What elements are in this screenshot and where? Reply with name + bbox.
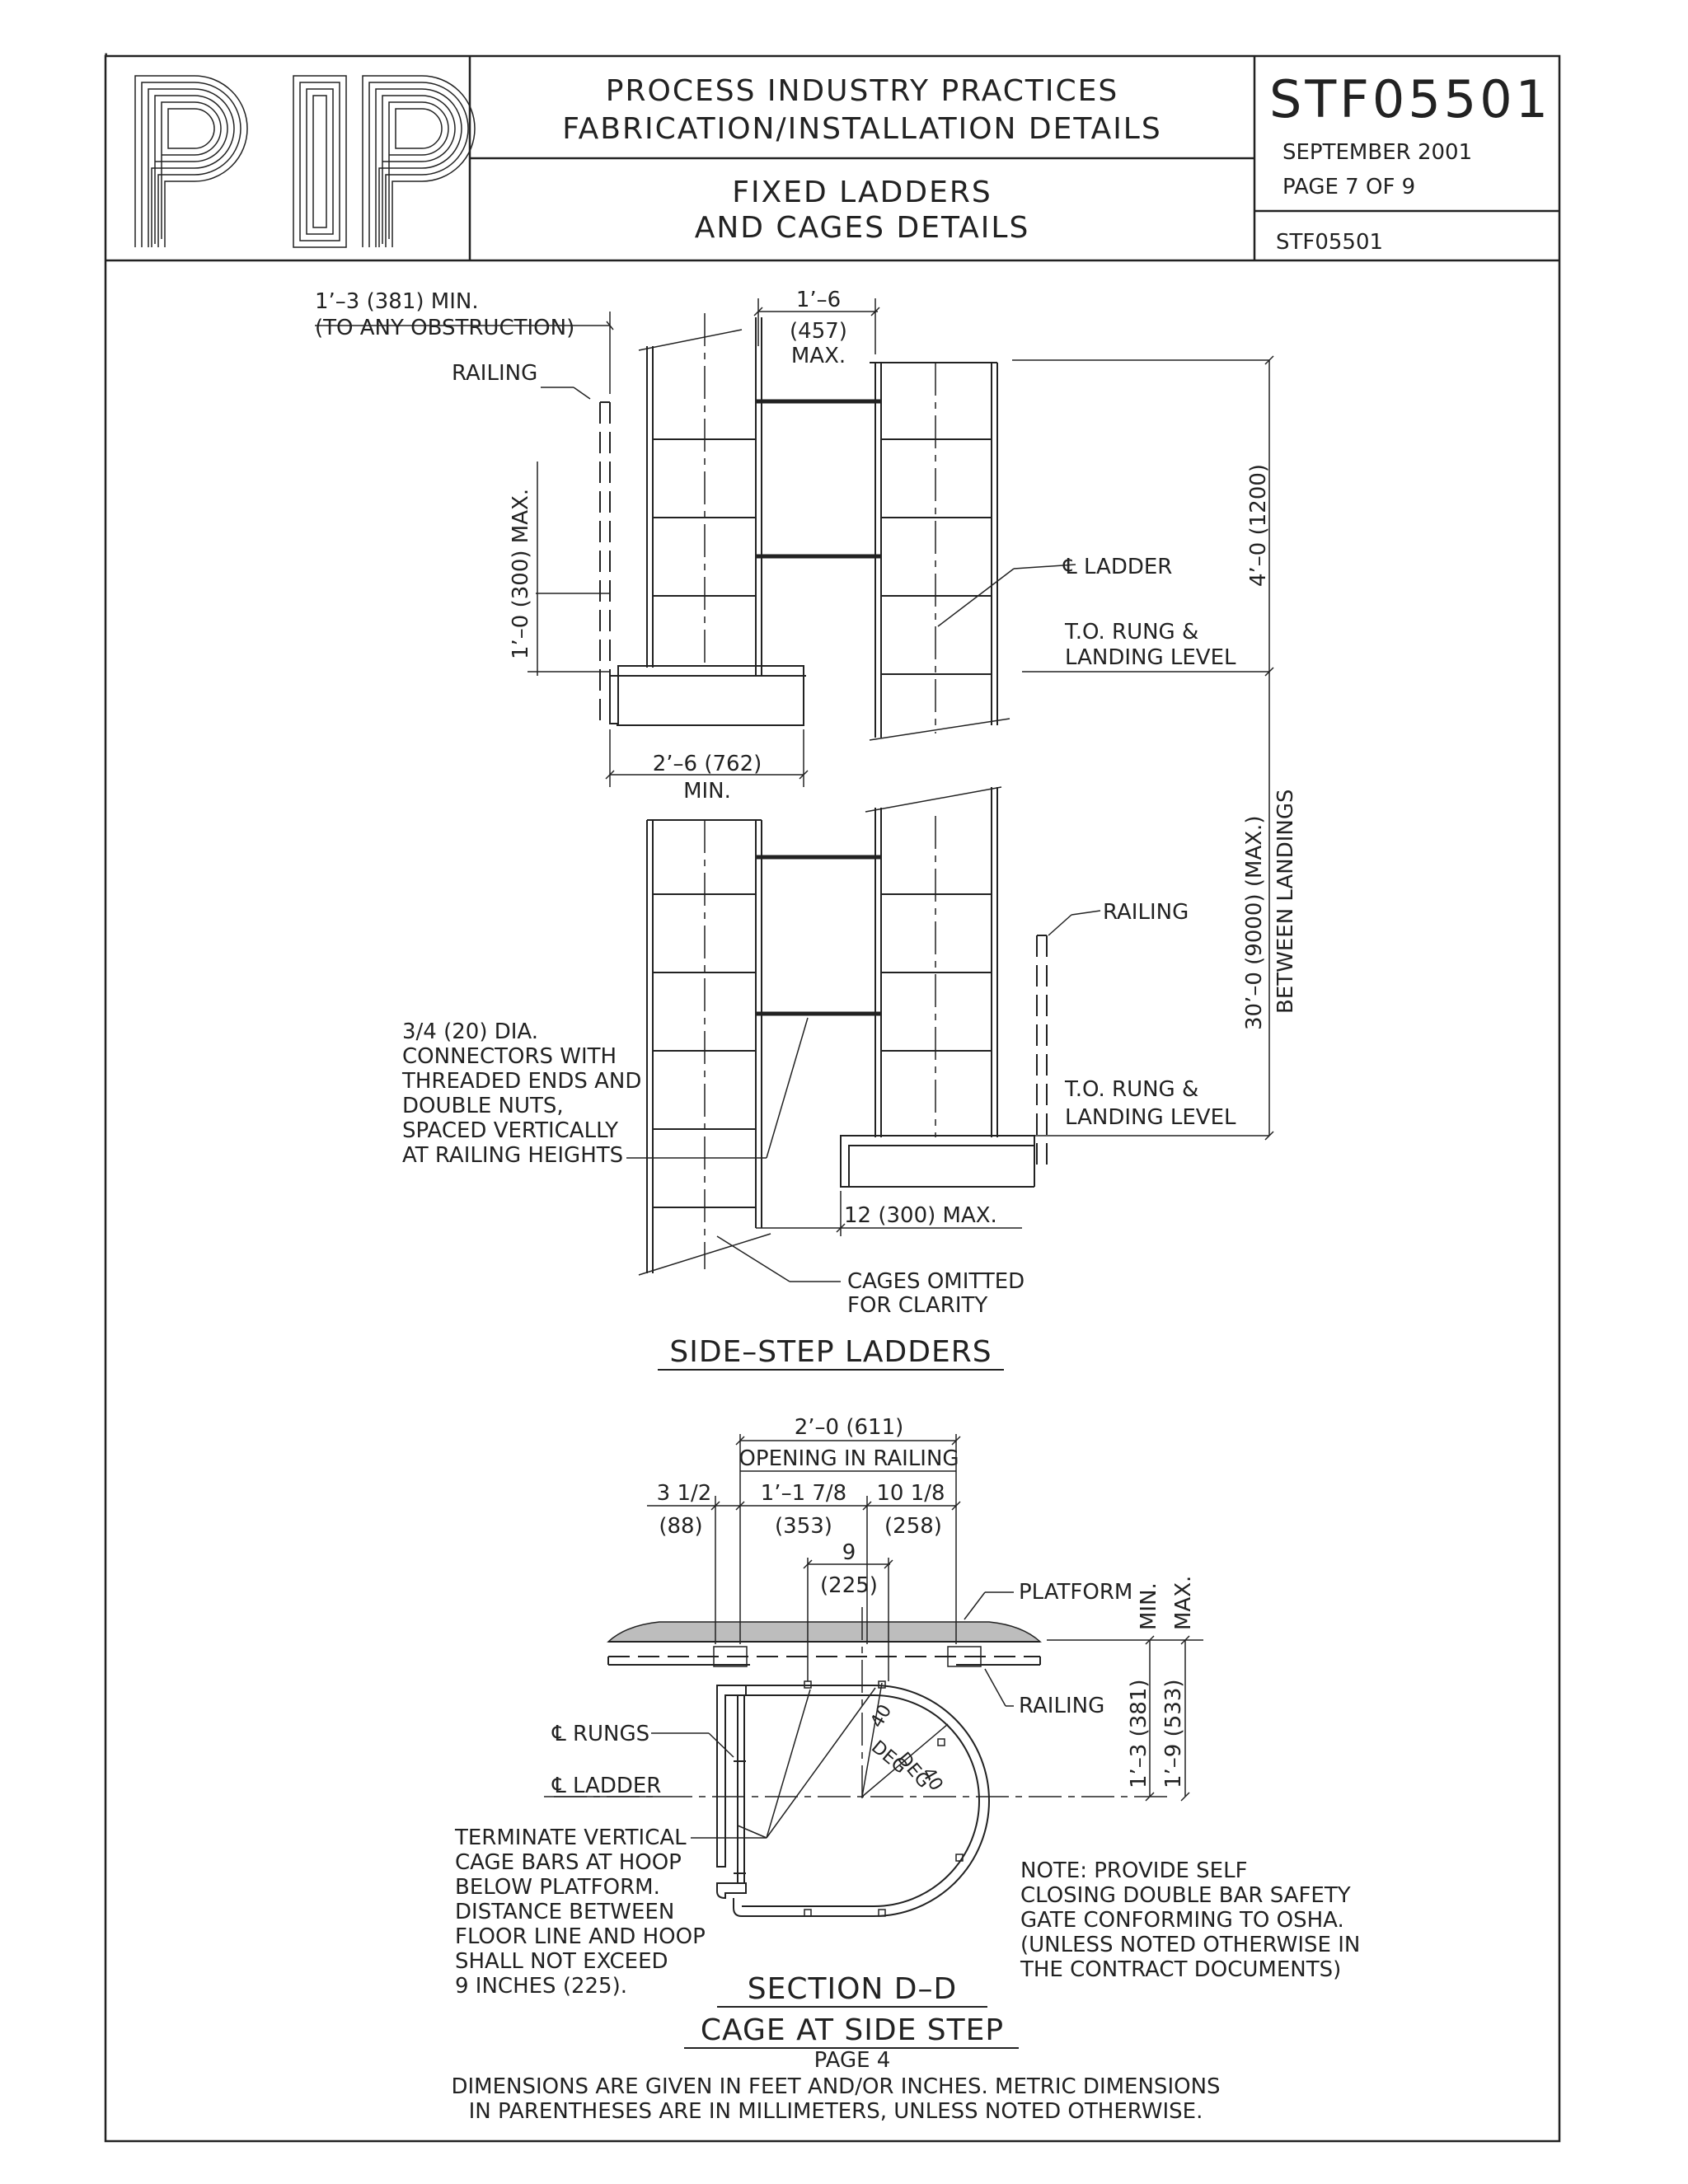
svg-text:AT RAILING HEIGHTS: AT RAILING HEIGHTS xyxy=(402,1143,623,1168)
centerline-ladder-label: ℄ LADDER xyxy=(1062,555,1172,579)
svg-text:FLOOR LINE AND HOOP: FLOOR LINE AND HOOP xyxy=(455,1924,706,1949)
terminate-note: TERMINATE VERTICAL CAGE BARS AT HOOP BEL… xyxy=(454,1825,706,1999)
drawing-date: SEPTEMBER 2001 xyxy=(1282,140,1472,165)
ladder-label: ℄ LADDER xyxy=(551,1774,661,1798)
svg-text:THREADED ENDS AND: THREADED ENDS AND xyxy=(401,1069,641,1094)
dim-9-2: (225) xyxy=(820,1573,878,1598)
svg-text:9 INCHES (225).: 9 INCHES (225). xyxy=(455,1974,627,1999)
platform-grating xyxy=(607,1621,1042,1643)
svg-text:SHALL NOT EXCEED: SHALL NOT EXCEED xyxy=(455,1949,668,1974)
side-step-ladders-view xyxy=(315,298,1274,1282)
dim-3half-2: (88) xyxy=(659,1514,702,1539)
break-line-top-left xyxy=(638,329,743,351)
dim-platform-2: MIN. xyxy=(683,779,731,804)
connectors-note: 3/4 (20) DIA. CONNECTORS WITH THREADED E… xyxy=(401,1019,641,1168)
dim-platform-1: 2’–6 (762) xyxy=(653,752,762,776)
svg-text:CLOSING DOUBLE BAR SAFETY: CLOSING DOUBLE BAR SAFETY xyxy=(1020,1883,1351,1908)
opening-in-railing: OPENING IN RAILING xyxy=(738,1446,959,1471)
svg-text:3/4 (20) DIA.: 3/4 (20) DIA. xyxy=(402,1019,538,1044)
min-label: MIN. xyxy=(1137,1582,1161,1630)
section-dd-view xyxy=(544,1434,1203,1917)
header-line-1: PROCESS INDUSTRY PRACTICES xyxy=(606,74,1118,108)
dim-obstruction-2: (TO ANY OBSTRUCTION) xyxy=(315,316,574,340)
railing-bottom-label: RAILING xyxy=(1103,900,1189,925)
svg-text:BELOW PLATFORM.: BELOW PLATFORM. xyxy=(455,1875,660,1900)
section-caption-3: PAGE 4 xyxy=(814,2048,891,2073)
rung-level-1a: T.O. RUNG & xyxy=(1064,620,1198,644)
footer-line-2: IN PARENTHESES ARE IN MILLIMETERS, UNLES… xyxy=(469,2099,1203,2124)
dim-3half-1: 3 1/2 xyxy=(657,1481,712,1506)
drawing-page: PAGE 7 OF 9 xyxy=(1282,175,1415,199)
sheet-border xyxy=(104,54,1561,2143)
drawing-title-line-1: FIXED LADDERS xyxy=(732,176,992,209)
dim-10-1: 10 1/8 xyxy=(876,1481,945,1506)
svg-text:(UNLESS NOTED OTHERWISE IN: (UNLESS NOTED OTHERWISE IN xyxy=(1020,1933,1360,1957)
railing-top-label: RAILING xyxy=(452,361,537,386)
angle-1: 40 xyxy=(867,1701,897,1732)
svg-text:GATE CONFORMING TO OSHA.: GATE CONFORMING TO OSHA. xyxy=(1020,1908,1344,1933)
svg-text:SPACED VERTICALLY: SPACED VERTICALLY xyxy=(402,1118,618,1143)
logo-text: PIP xyxy=(106,54,107,55)
svg-text:NOTE: PROVIDE SELF: NOTE: PROVIDE SELF xyxy=(1020,1858,1248,1883)
dim-381: 1’–3 (381) xyxy=(1127,1679,1151,1788)
break-line-upper-right xyxy=(869,718,1010,741)
railing-section-label: RAILING xyxy=(1019,1694,1104,1718)
drawing-title-line-2: AND CAGES DETAILS xyxy=(695,211,1030,245)
rung-level-2a: T.O. RUNG & xyxy=(1064,1077,1198,1102)
svg-text:CONNECTORS WITH: CONNECTORS WITH xyxy=(402,1044,617,1069)
section-caption-1: SECTION D–D xyxy=(748,1972,958,2006)
dim-30ft: 30’–0 (9000) (MAX.) xyxy=(1242,816,1267,1030)
reference-number: STF05501 xyxy=(1276,230,1383,255)
rungs-label: ℄ RUNGS xyxy=(551,1722,649,1746)
section-caption-2: CAGE AT SIDE STEP xyxy=(701,2013,1004,2047)
rung-level-1b: LANDING LEVEL xyxy=(1065,645,1236,670)
svg-text:DOUBLE NUTS,: DOUBLE NUTS, xyxy=(402,1094,564,1118)
svg-text:CAGE BARS AT HOOP: CAGE BARS AT HOOP xyxy=(455,1850,682,1875)
dim-vertical-rail: 1’–0 (300) MAX. xyxy=(509,489,533,659)
centerline-leader xyxy=(937,568,1015,627)
dim-1ft-2: (353) xyxy=(775,1514,832,1539)
cages-omitted-2: FOR CLARITY xyxy=(847,1293,987,1318)
dim-12: 12 (300) MAX. xyxy=(844,1203,997,1228)
cages-omitted-1: CAGES OMITTED xyxy=(847,1269,1025,1294)
pip-logo: PIP xyxy=(105,53,476,248)
dim-4ft: 4’–0 (1200) xyxy=(1246,464,1271,587)
rung-level-2b: LANDING LEVEL xyxy=(1065,1105,1236,1130)
svg-text:THE CONTRACT DOCUMENTS): THE CONTRACT DOCUMENTS) xyxy=(1020,1957,1341,1982)
break-line-lower-right xyxy=(865,786,1002,813)
gate-note: NOTE: PROVIDE SELF CLOSING DOUBLE BAR SA… xyxy=(1020,1858,1360,1982)
side-step-caption: SIDE–STEP LADDERS xyxy=(669,1335,992,1369)
between-landings: BETWEEN LANDINGS xyxy=(1273,789,1298,1014)
dim-2ft: 2’–0 (611) xyxy=(795,1415,904,1440)
dim-obstruction-1: 1’–3 (381) MIN. xyxy=(315,289,479,314)
railing-top-leader xyxy=(573,387,591,400)
dim-10-2: (258) xyxy=(884,1514,942,1539)
header-line-2: FABRICATION/INSTALLATION DETAILS xyxy=(562,112,1161,146)
dim-width-3: MAX. xyxy=(791,344,846,368)
dim-1ft-1: 1’–1 7/8 xyxy=(761,1481,846,1506)
dim-width-1: 1’–6 xyxy=(796,288,841,312)
dim-533: 1’–9 (533) xyxy=(1161,1679,1186,1788)
max-label: MAX. xyxy=(1171,1576,1196,1630)
dim-9-1: 9 xyxy=(842,1540,856,1565)
dim-width-2: (457) xyxy=(790,319,847,344)
platform-label: PLATFORM xyxy=(1019,1580,1132,1605)
svg-text:TERMINATE VERTICAL: TERMINATE VERTICAL xyxy=(454,1825,687,1850)
svg-text:DISTANCE BETWEEN: DISTANCE BETWEEN xyxy=(455,1900,674,1924)
drawing-number: STF05501 xyxy=(1269,69,1551,129)
footer-line-1: DIMENSIONS ARE GIVEN IN FEET AND/OR INCH… xyxy=(451,2074,1220,2099)
